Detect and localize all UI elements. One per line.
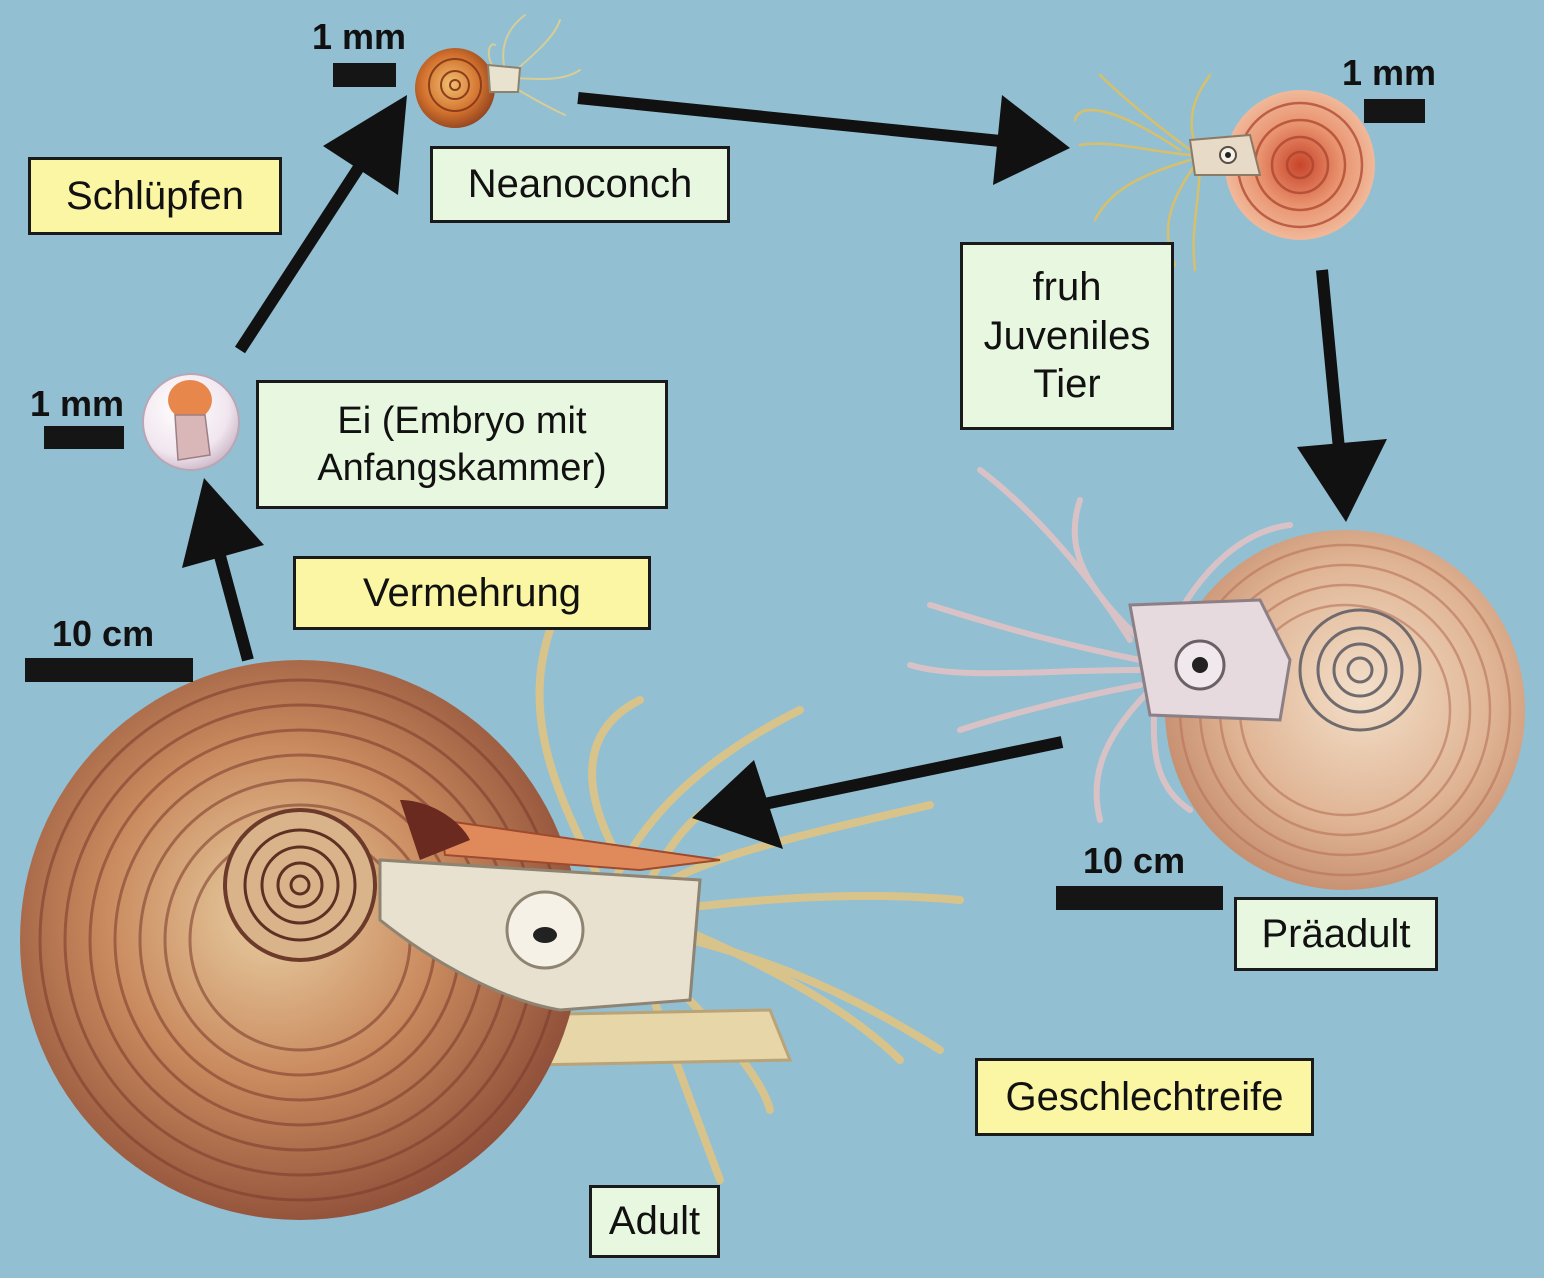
label-early-juvenile: fruh Juveniles Tier (960, 242, 1174, 430)
scale-bars (25, 63, 1425, 910)
arrow-juvenile-to-preadult (1297, 269, 1387, 522)
label-egg-line1: Ei (Embryo mit (337, 400, 587, 443)
scale-label-adult: 10 cm (52, 613, 155, 654)
label-early-juvenile-line1: fruh (1032, 264, 1102, 309)
scale-label-neanoconch: 1 mm (312, 16, 407, 57)
adult-ammonite-illustration (20, 626, 964, 1220)
preadult-ammonite-illustration (907, 467, 1525, 890)
scale-label-juvenile: 1 mm (1342, 52, 1437, 93)
scale-bar-egg (44, 426, 124, 449)
juvenile-ammonite-illustration (1073, 73, 1375, 272)
scale-bar-preadult (1056, 886, 1223, 910)
label-neanoconch: Neanoconch (430, 146, 730, 223)
egg-illustration (142, 373, 240, 471)
scale-bar-juvenile (1364, 99, 1425, 123)
arrow-adult-to-egg (182, 478, 264, 662)
label-reproduction: Vermehrung (293, 556, 651, 630)
neanoconch-illustration (415, 14, 581, 128)
arrow-egg-to-neanoconch (234, 95, 407, 354)
label-hatching: Schlüpfen (28, 157, 282, 235)
scale-bar-adult (25, 658, 193, 682)
label-adult: Adult (589, 1185, 720, 1258)
arrow-preadult-to-adult (692, 736, 1064, 849)
label-preadult: Präadult (1234, 897, 1438, 971)
label-egg-line2: Anfangskammer) (317, 446, 607, 489)
label-maturity: Geschlechtreife (975, 1058, 1314, 1136)
scale-label-egg: 1 mm (30, 383, 125, 424)
arrow-neanoconch-to-juvenile (577, 92, 1070, 185)
scale-label-preadult: 10 cm (1083, 840, 1186, 881)
label-egg: Ei (Embryo mit Anfangskammer) (256, 380, 668, 509)
label-early-juvenile-line2: Juveniles (983, 313, 1151, 358)
scale-bar-neanoconch (333, 63, 396, 87)
label-early-juvenile-line3: Tier (1033, 362, 1101, 407)
